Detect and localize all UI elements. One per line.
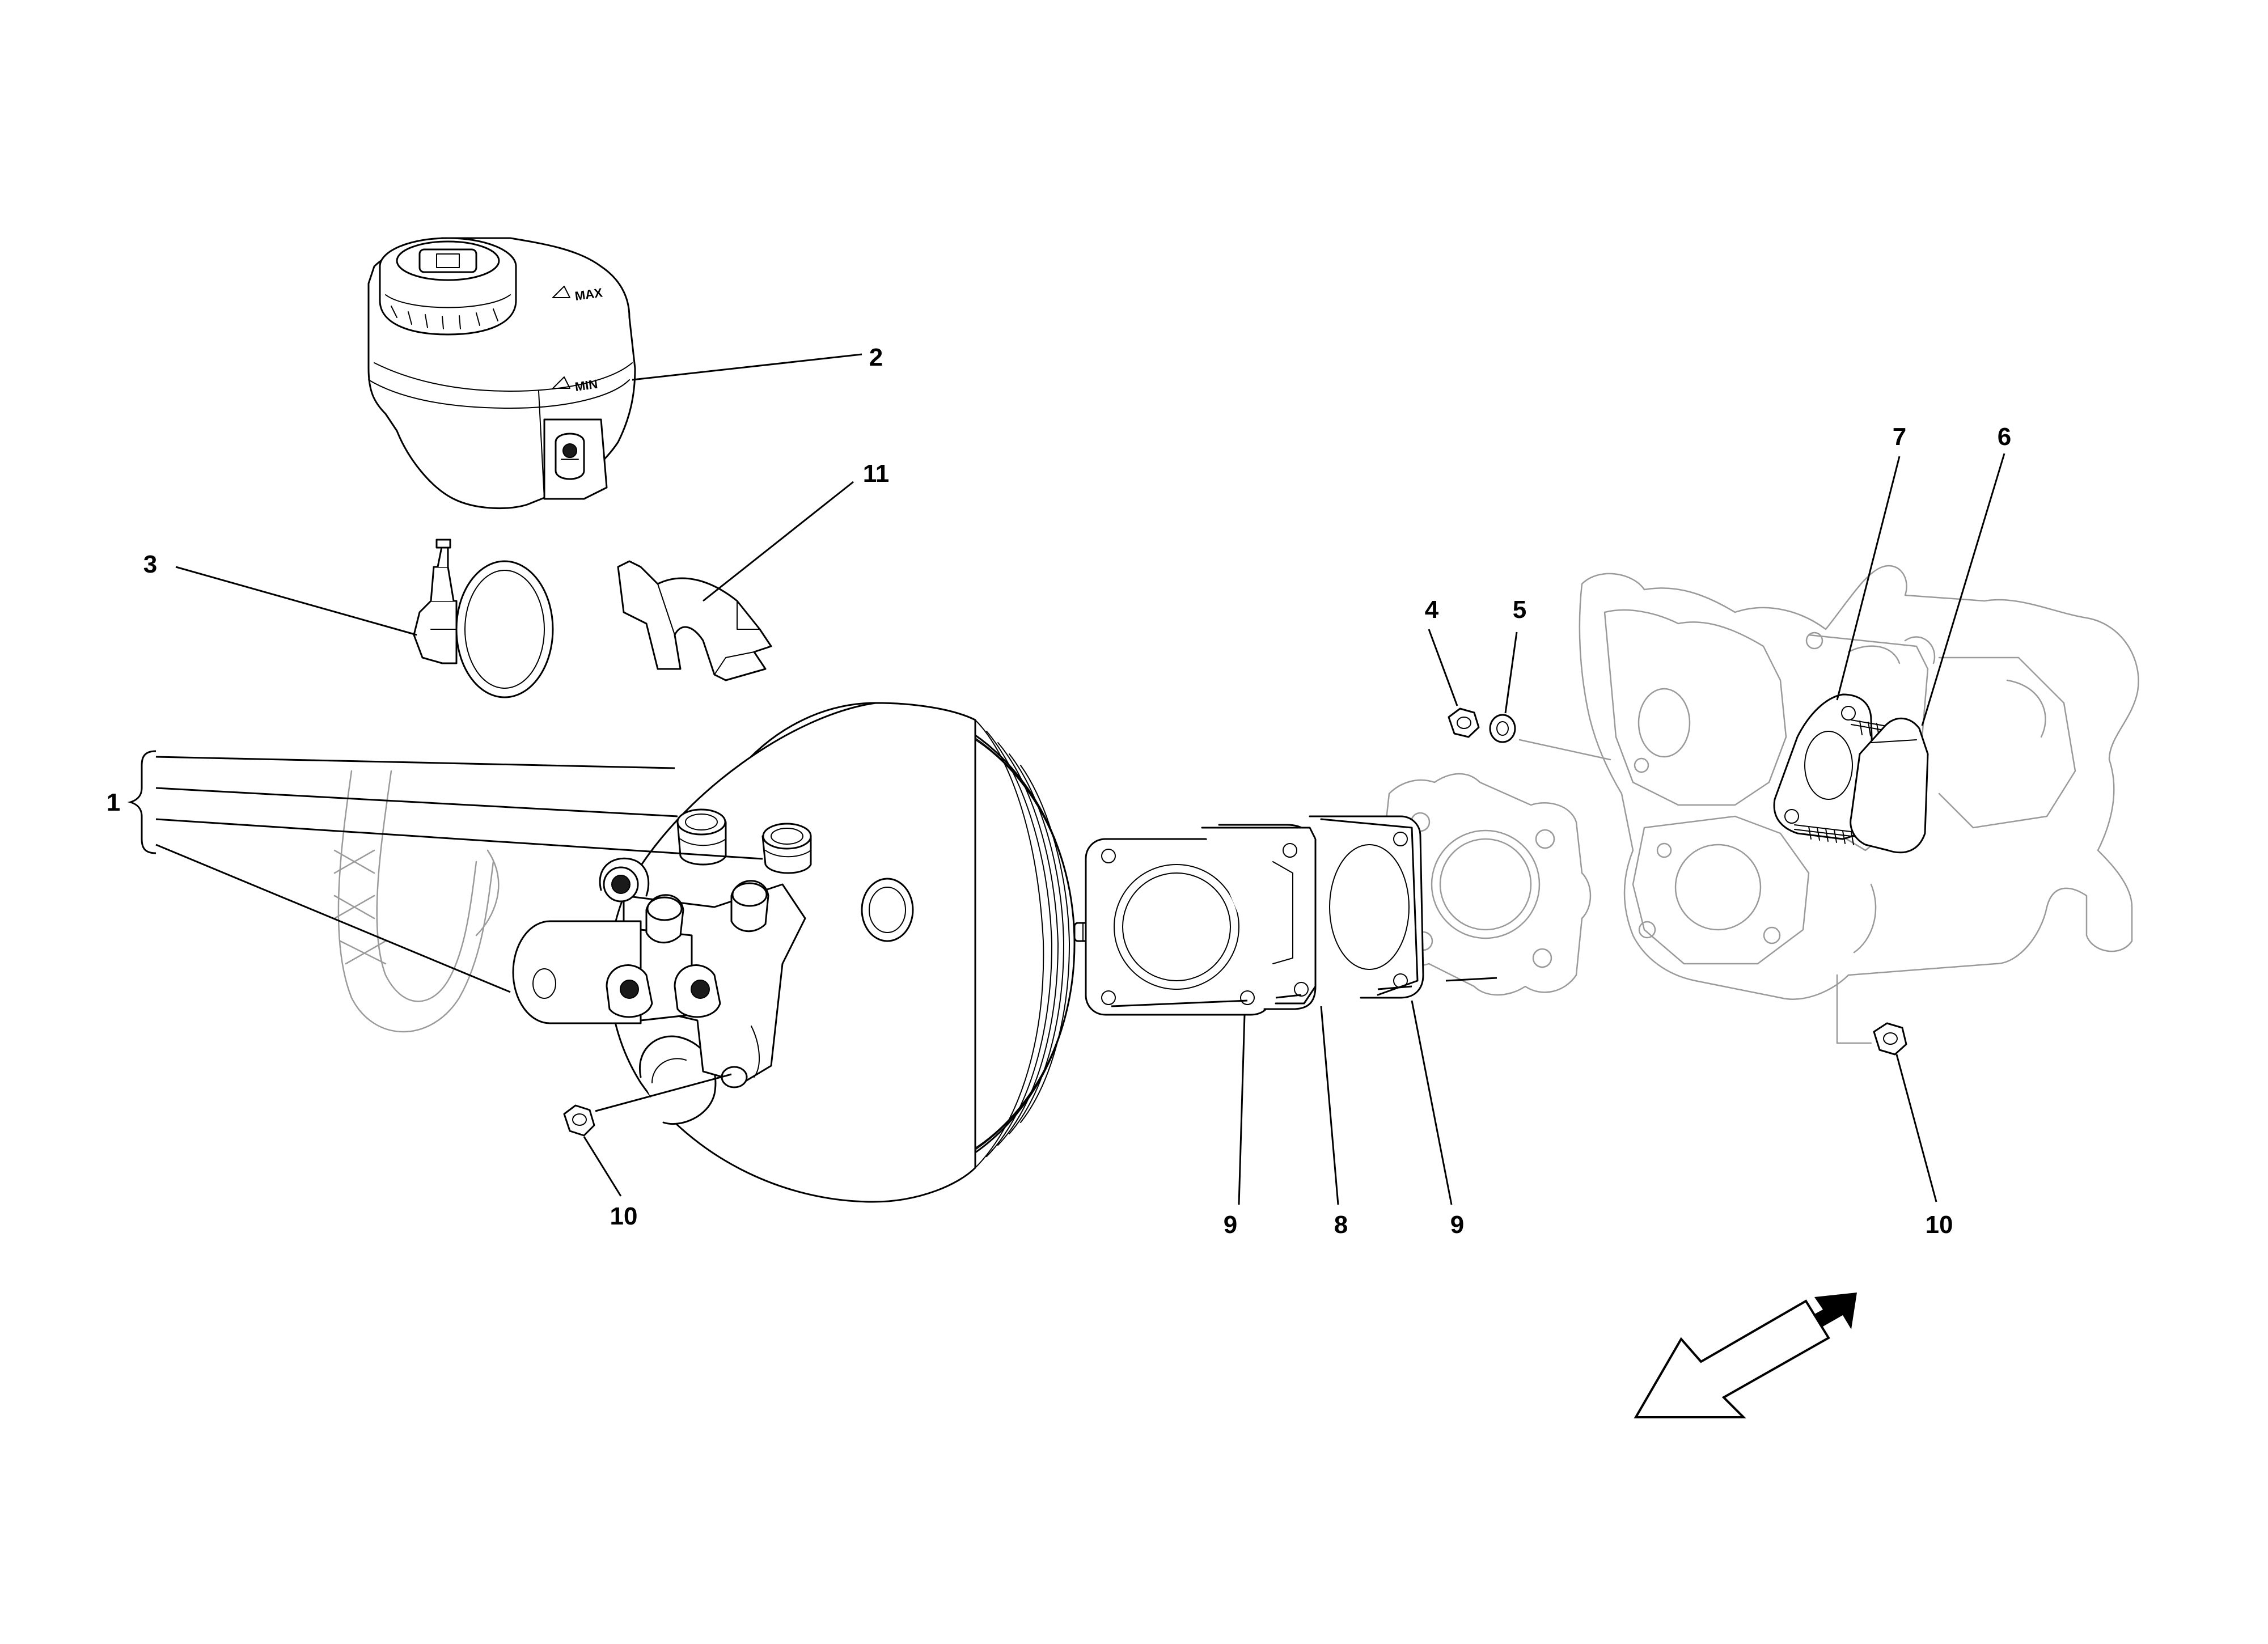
reservoir-min-mark: MIN	[574, 377, 598, 394]
leader-1a	[155, 756, 675, 769]
leader-1-bracket	[127, 750, 156, 854]
reservoir-clamp	[413, 539, 554, 698]
master-cylinder	[512, 857, 806, 1088]
leader-2	[632, 353, 862, 381]
washer-5	[1489, 714, 1516, 743]
spacer-block	[1201, 824, 1317, 1010]
vacuum-hose-ghost	[333, 770, 500, 1033]
callout-7: 7	[1893, 423, 1906, 451]
brake-fluid-reservoir: MAX MIN	[367, 237, 636, 510]
leader-8	[1320, 1006, 1339, 1205]
callout-1: 1	[107, 789, 120, 816]
leader-9b	[1411, 1000, 1453, 1205]
callout-9-left: 9	[1224, 1211, 1237, 1239]
leader-6	[1921, 453, 2005, 726]
leader-4	[1428, 629, 1458, 706]
leader-10a	[583, 1136, 622, 1197]
leader-1b	[155, 787, 678, 817]
callout-11: 11	[863, 460, 890, 488]
leader-7	[1836, 456, 1901, 701]
callout-5: 5	[1513, 596, 1526, 624]
reservoir-support-bracket	[617, 560, 772, 681]
leader-3	[175, 566, 417, 636]
callout-6: 6	[1998, 423, 2011, 451]
callout-8: 8	[1334, 1211, 1348, 1239]
leader-9a	[1238, 1014, 1246, 1205]
callout-labels: 1 2 3 4 5 6 7 8 9 9 10 10 11	[107, 344, 2011, 1239]
bulkhead-gasket-ghost	[1374, 773, 1592, 996]
leader-5	[1504, 632, 1518, 714]
callout-10-left: 10	[610, 1202, 638, 1230]
spacer-gasket-rear	[1309, 815, 1424, 999]
callout-10-right: 10	[1926, 1211, 1953, 1239]
nut-left	[563, 1073, 732, 1137]
callout-2: 2	[869, 344, 883, 371]
callout-4: 4	[1425, 596, 1439, 624]
leader-11	[703, 481, 854, 602]
callout-9-right: 9	[1450, 1211, 1464, 1239]
nut-4	[1448, 707, 1480, 738]
spacer-gasket-front	[1085, 838, 1271, 1016]
callout-3: 3	[143, 550, 157, 578]
direction-arrow-icon	[1634, 1293, 1857, 1418]
leader-10b	[1895, 1054, 1937, 1202]
leader-1d	[155, 844, 511, 993]
nut-right	[1873, 1022, 1907, 1056]
flange-gasket-6	[1850, 717, 1929, 854]
leader-1c	[155, 818, 763, 860]
leader-lines	[127, 353, 2005, 1205]
